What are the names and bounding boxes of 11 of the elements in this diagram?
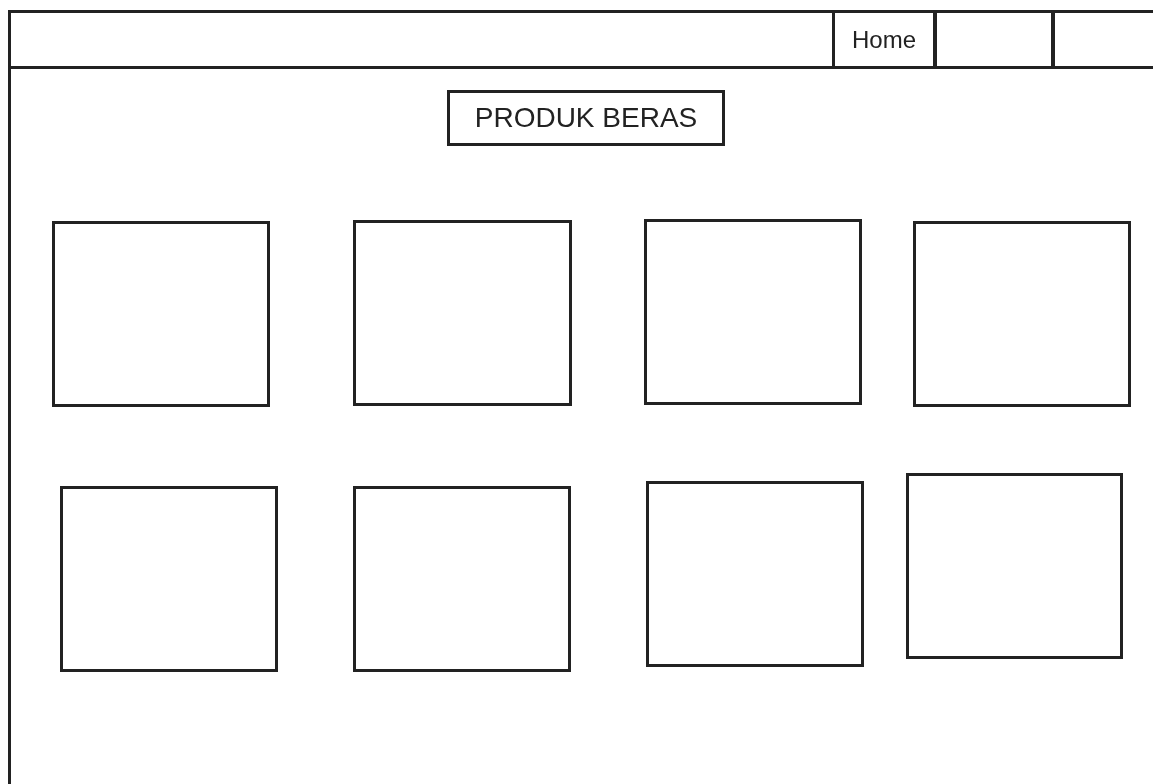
- product-placeholder-box: [906, 473, 1123, 659]
- nav-tab: [934, 10, 1054, 69]
- product-placeholder-box: [646, 481, 864, 667]
- product-placeholder-box: [353, 486, 571, 672]
- section-title: PRODUK BERAS: [447, 90, 725, 146]
- product-placeholder-box: [913, 221, 1131, 407]
- product-placeholder-box: [644, 219, 862, 405]
- product-placeholder-box: [52, 221, 270, 407]
- nav-tab: Home: [832, 10, 936, 69]
- product-placeholder-box: [353, 220, 572, 406]
- product-placeholder-box: [60, 486, 278, 672]
